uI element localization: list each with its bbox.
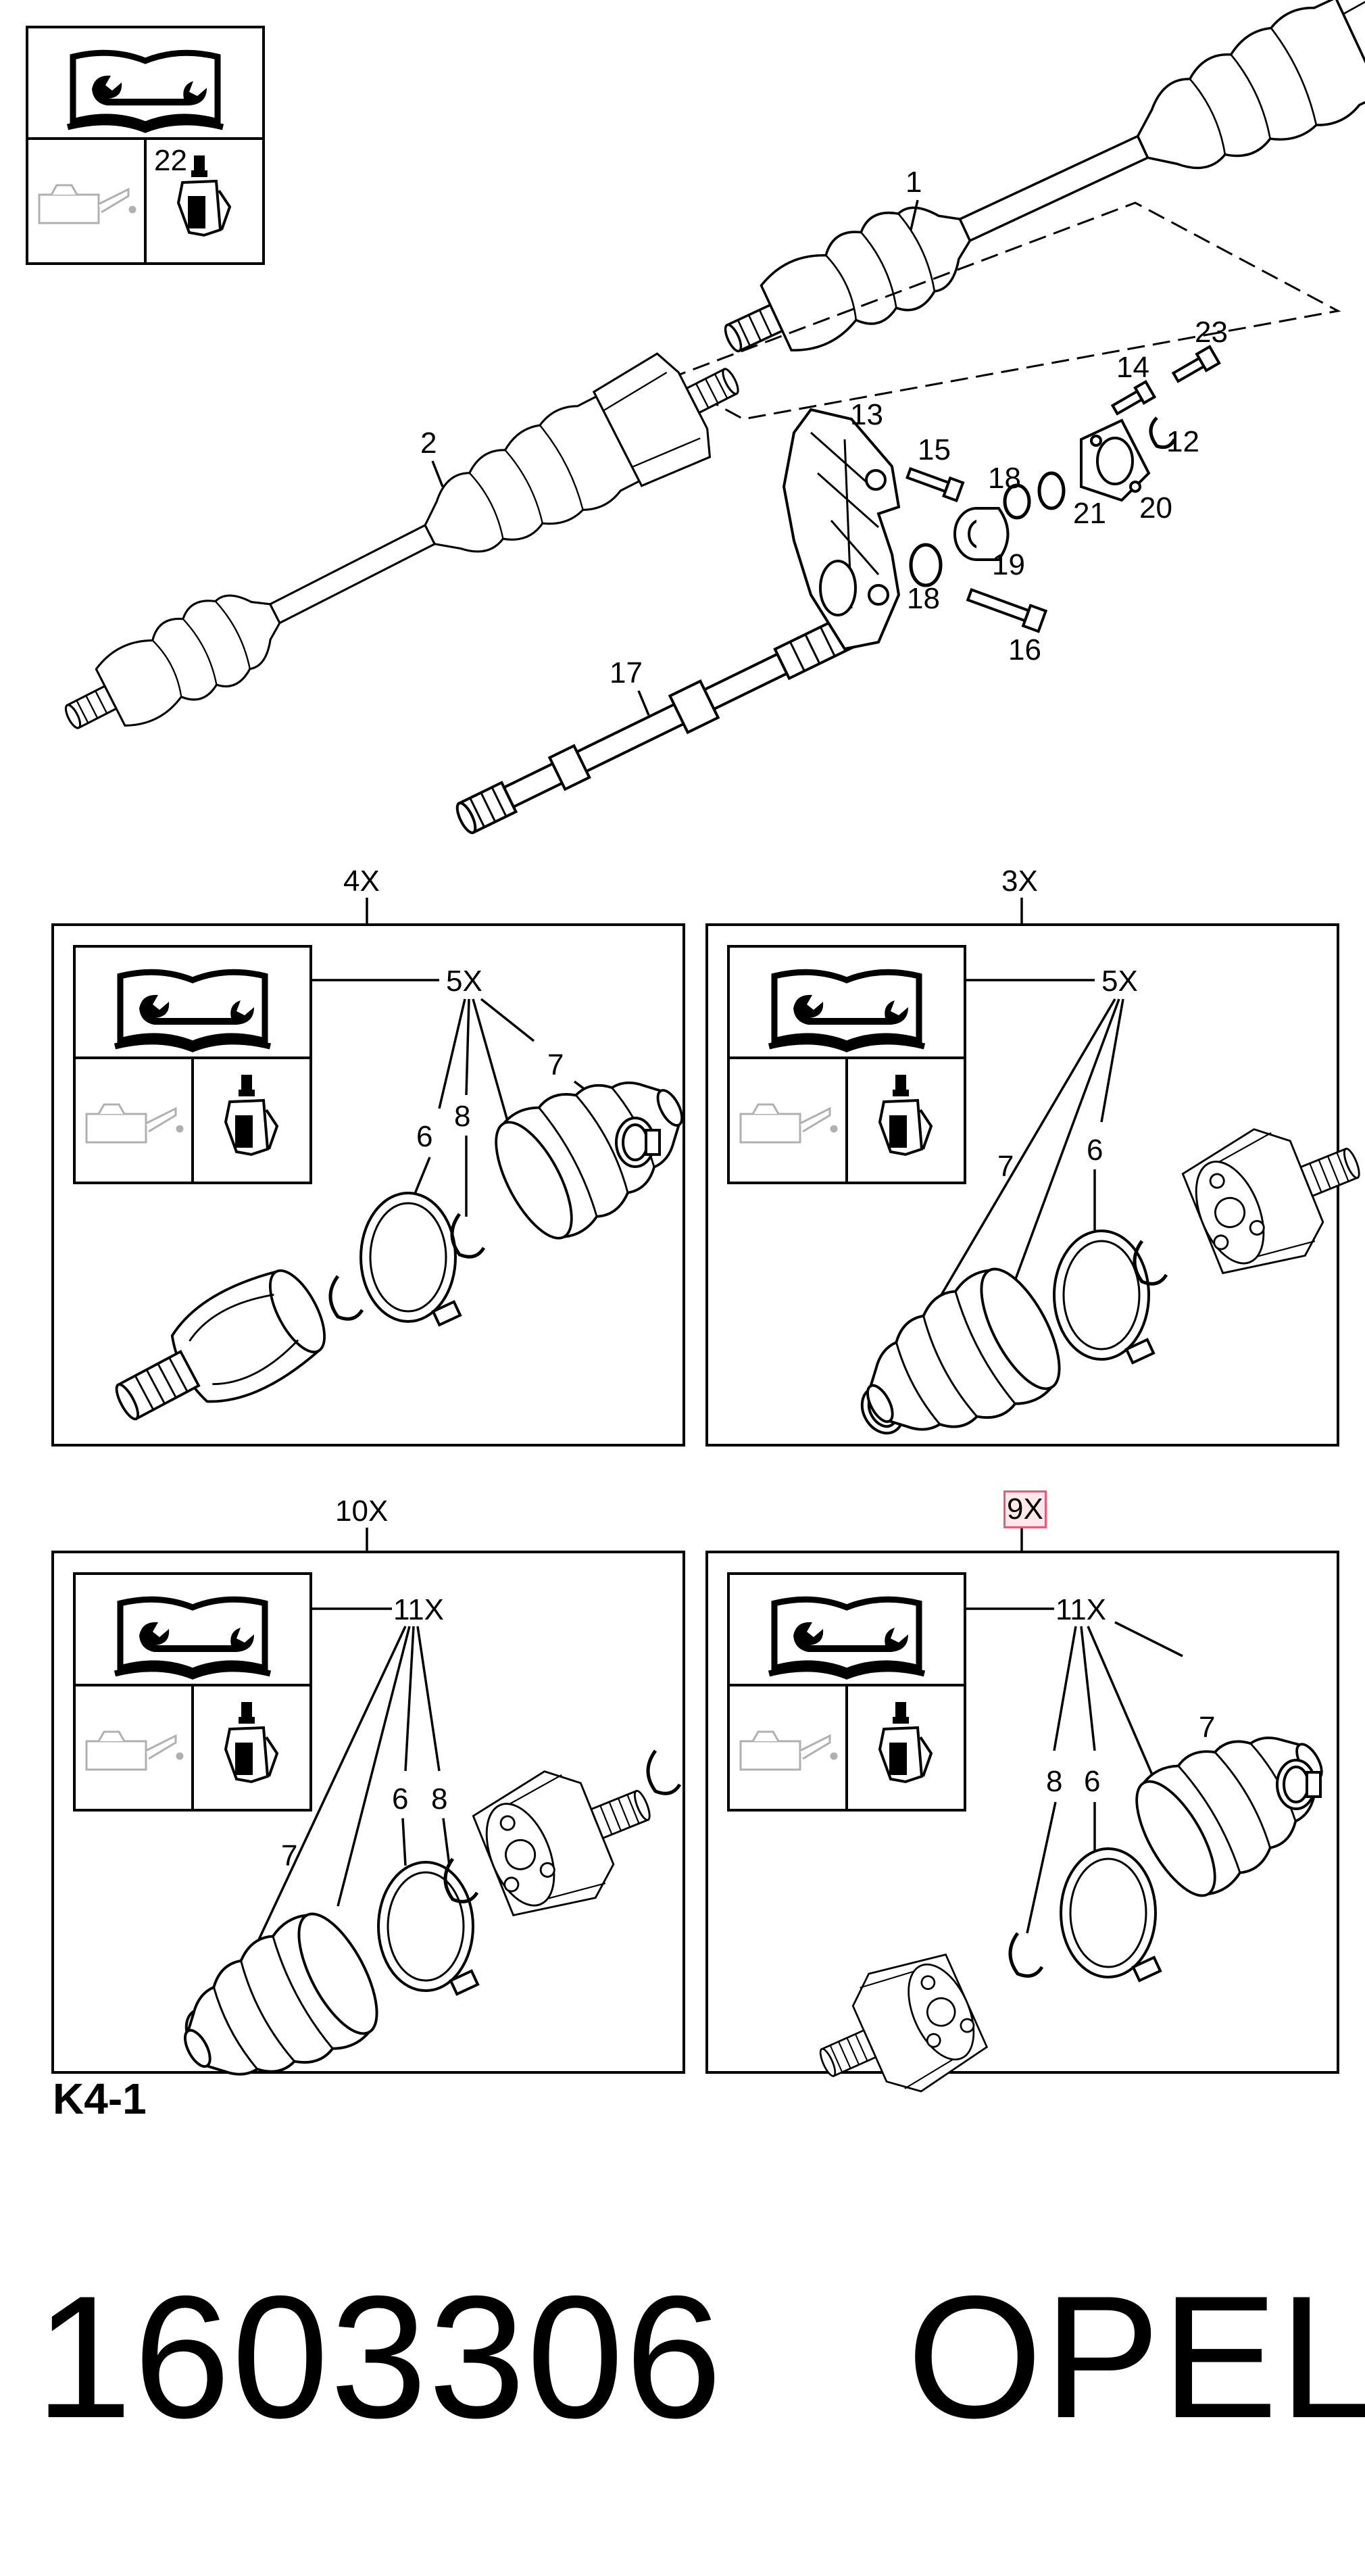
kit-group-4x: 5X	[446, 965, 482, 998]
callout-13: 13	[850, 398, 883, 431]
callout-6: 6	[392, 1782, 408, 1816]
kit-panel-10x: 10X 11X 7 6 8	[51, 1494, 685, 2116]
callout-6: 6	[416, 1120, 432, 1153]
intermediate-shaft: 17	[455, 614, 860, 835]
figure-code: K4-1	[53, 2074, 147, 2123]
kit-title-10x: 10X	[335, 1494, 388, 1528]
manual-wrench-icon	[27, 27, 264, 264]
callout-8: 8	[454, 1100, 470, 1133]
callout-16: 16	[1008, 633, 1041, 666]
kit-group-9x: 11X	[1056, 1593, 1106, 1626]
callout-18-upper: 18	[988, 462, 1021, 495]
manual-wrench-icon	[74, 946, 311, 1183]
callout-7: 7	[281, 1839, 297, 1872]
callout-14: 14	[1116, 351, 1149, 384]
left-drive-shaft: 2	[41, 326, 762, 772]
callout-7: 7	[1199, 1711, 1215, 1744]
part-number: 1603306	[35, 2259, 724, 2454]
callout-6: 6	[1087, 1134, 1103, 1167]
brand-name: OPEL	[907, 2259, 1365, 2454]
callout-8: 8	[431, 1782, 447, 1816]
callout-7: 7	[997, 1150, 1014, 1183]
callout-21: 21	[1073, 497, 1106, 530]
callout-1: 1	[905, 166, 922, 199]
bearing-bracket: 13	[782, 398, 901, 651]
manual-wrench-icon	[728, 1574, 965, 1810]
kit-title-3x: 3X	[1001, 865, 1038, 898]
callout-23: 23	[1195, 316, 1228, 349]
kit-panel-3x: 3X 5X 7 6	[705, 865, 1365, 1471]
callout-7: 7	[547, 1048, 564, 1082]
callout-15: 15	[918, 433, 951, 466]
kit-group-3x: 5X	[1101, 965, 1138, 998]
assembly-group-outline	[666, 201, 1341, 420]
manual-wrench-icon	[728, 946, 965, 1183]
right-drive-shaft: 1	[666, 0, 1365, 420]
callout-12: 12	[1166, 425, 1199, 458]
kit-panel-9x: 11X 8 6 7	[705, 1528, 1352, 2124]
callout-17: 17	[610, 656, 643, 689]
kit-title-9x: 9X	[1003, 1490, 1047, 1528]
bracket-hardware: 15 16 19 18 18 21 20 14 12	[905, 316, 1228, 666]
kit-panel-4x: 4X 5X 6 8 7	[51, 865, 711, 1453]
callout-19: 19	[992, 548, 1025, 581]
callout-8: 8	[1046, 1765, 1062, 1798]
callout-6: 6	[1084, 1765, 1100, 1798]
callout-18-lower: 18	[907, 582, 940, 615]
kit-group-10x: 11X	[393, 1593, 444, 1626]
callout-2: 2	[420, 427, 437, 460]
callout-20: 20	[1139, 491, 1172, 525]
callout-22: 22	[154, 144, 187, 177]
kit-title-4x: 4X	[343, 865, 380, 898]
manual-wrench-icon	[74, 1574, 311, 1810]
legend-box: 22	[27, 27, 264, 264]
